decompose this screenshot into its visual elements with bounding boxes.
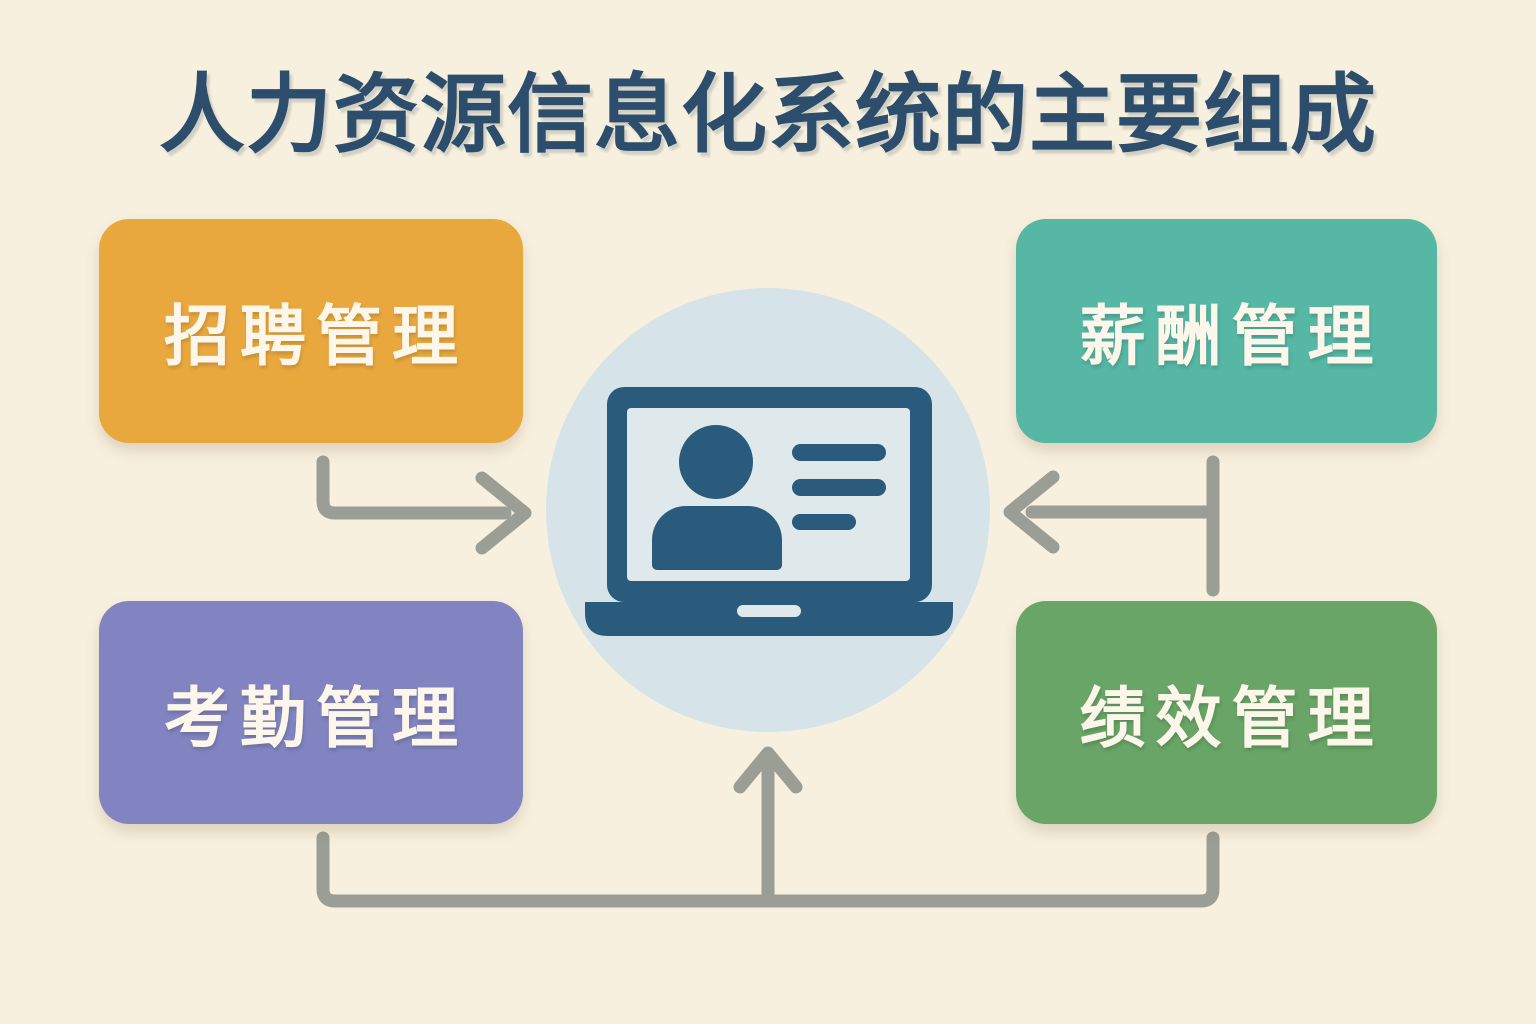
box-label-recruitment: 招聘管理 [164,299,468,373]
box-recruitment-management: 招聘管理 [99,219,523,443]
box-label-performance: 绩效管理 [1079,680,1384,755]
center-hub-circle [546,288,990,732]
box-attendance-management: 考勤管理 [99,601,523,824]
box-label-compensation: 薪酬管理 [1079,299,1384,373]
arrow-recruitment-to-center [316,455,532,555]
user-head-icon [679,425,753,499]
arrow-compensation-to-center [1003,455,1220,597]
profile-text-line-1 [792,444,886,461]
laptop-base-notch [737,605,801,617]
user-shoulders-icon [652,506,782,570]
laptop-employee-profile-icon [585,387,953,636]
box-label-attendance: 考勤管理 [164,680,468,755]
profile-text-line-3 [792,514,856,530]
diagram-title: 人力资源信息化系统的主要组成 [159,67,1377,163]
profile-text-line-2 [792,479,886,496]
box-performance-management: 绩效管理 [1016,601,1437,824]
box-compensation-management: 薪酬管理 [1016,219,1437,443]
laptop-base [585,602,953,636]
